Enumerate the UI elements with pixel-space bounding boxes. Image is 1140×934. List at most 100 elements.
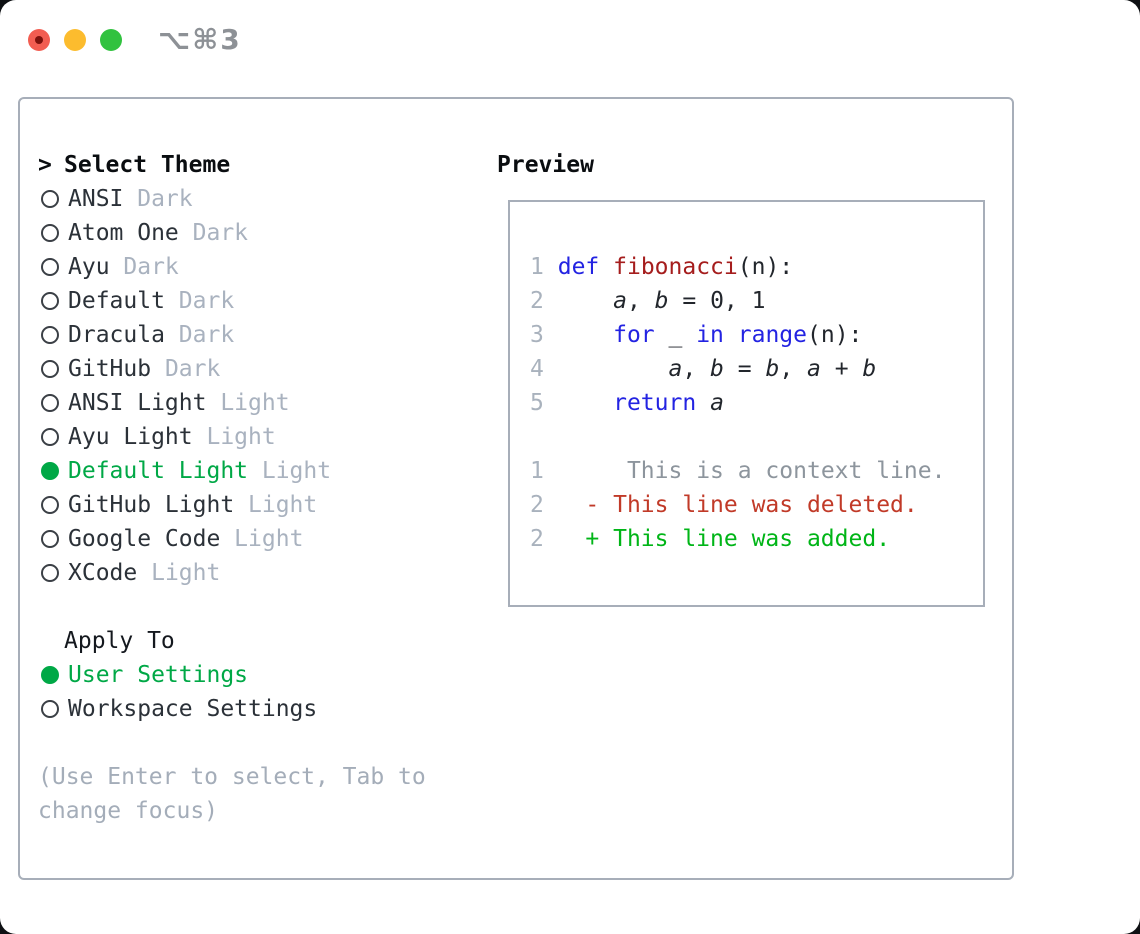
theme-option-google-code[interactable]: Google Code Light xyxy=(38,522,478,556)
theme-option-label: Dracula Dark xyxy=(68,322,234,348)
code-token xyxy=(544,356,669,382)
apply-option-label: Workspace Settings xyxy=(68,696,317,722)
theme-option-label: Ayu Dark xyxy=(68,254,179,280)
keyboard-hint: (Use Enter to select, Tab to change focu… xyxy=(38,764,426,824)
theme-option-atom-one[interactable]: Atom One Dark xyxy=(38,216,478,250)
option-tag: Dark xyxy=(164,288,235,314)
option-tag: Light xyxy=(234,492,318,518)
code-token xyxy=(544,322,613,348)
theme-option-label: Ayu Light Light xyxy=(68,424,276,450)
code-token: (n): xyxy=(737,254,794,280)
spacer xyxy=(38,726,478,760)
option-tag: Dark xyxy=(164,322,235,348)
code-line: 5 return a xyxy=(530,386,945,420)
theme-list-title: Select Theme xyxy=(64,152,231,178)
focus-caret-icon: > xyxy=(38,152,52,178)
zoom-button[interactable] xyxy=(100,29,122,51)
code-line: 4 a, b = b, a + b xyxy=(530,352,945,386)
option-name: Ayu Light xyxy=(68,424,193,450)
option-name: Ayu xyxy=(68,254,110,280)
code-token xyxy=(544,254,558,280)
radio-icon xyxy=(41,394,59,412)
option-name: GitHub xyxy=(68,356,152,382)
theme-option-ayu-light[interactable]: Ayu Light Light xyxy=(38,420,478,454)
theme-option-label: GitHub Light Light xyxy=(68,492,317,518)
theme-option-ansi-light[interactable]: ANSI Light Light xyxy=(38,386,478,420)
theme-option-default[interactable]: Default Dark xyxy=(38,284,478,318)
radio-icon xyxy=(41,190,59,208)
diff-deleted-line: 2 - This line was deleted. xyxy=(530,488,945,522)
radio-selected-icon xyxy=(41,462,59,480)
code-token xyxy=(544,458,627,484)
radio-icon xyxy=(41,564,59,582)
option-name: Atom One xyxy=(68,220,179,246)
theme-option-github[interactable]: GitHub Dark xyxy=(38,352,478,386)
code-token: range xyxy=(737,322,808,348)
theme-option-label: ANSI Light Light xyxy=(68,390,290,416)
theme-list-header: > Select Theme xyxy=(38,148,478,182)
apply-option-user-settings[interactable]: User Settings xyxy=(38,658,478,692)
code-token: 2 xyxy=(530,526,544,552)
radio-icon xyxy=(41,224,59,242)
theme-option-label: Atom One Dark xyxy=(68,220,248,246)
code-token: def xyxy=(557,254,600,280)
code-token: , xyxy=(682,356,711,382)
code-token: (n): xyxy=(807,322,863,348)
apply-to-title: Apply To xyxy=(64,628,175,654)
theme-option-ansi[interactable]: ANSI Dark xyxy=(38,182,478,216)
code-token: b xyxy=(710,356,724,382)
code-line-empty xyxy=(530,420,945,454)
code-token: 1 xyxy=(530,458,544,484)
option-tag: Dark xyxy=(151,356,221,382)
radio-icon xyxy=(41,292,59,310)
option-name: Google Code xyxy=(68,526,221,552)
code-line: 2 a, b = 0, 1 xyxy=(530,284,945,318)
code-line: 3 for _ in range(n): xyxy=(530,318,945,352)
code-token: a xyxy=(807,356,821,382)
option-tag: Light xyxy=(192,424,276,450)
radio-selected-icon xyxy=(41,666,59,684)
theme-option-ayu[interactable]: Ayu Dark xyxy=(38,250,478,284)
code-line: 1 def fibonacci(n): xyxy=(530,250,945,284)
close-button[interactable] xyxy=(28,29,50,51)
minimize-button[interactable] xyxy=(64,29,86,51)
option-name: Default Light xyxy=(68,458,249,484)
apply-option-workspace-settings[interactable]: Workspace Settings xyxy=(38,692,478,726)
code-token xyxy=(696,390,710,416)
code-token: = 0, 1 xyxy=(668,288,766,314)
preview-title: Preview xyxy=(497,152,594,178)
option-tag: Dark xyxy=(178,220,249,246)
code-token: , xyxy=(779,356,808,382)
code-token: 2 xyxy=(530,288,544,314)
theme-option-github-light[interactable]: GitHub Light Light xyxy=(38,488,478,522)
theme-option-dracula[interactable]: Dracula Dark xyxy=(38,318,478,352)
radio-icon xyxy=(41,326,59,344)
window-shortcut-label: ⌥⌘3 xyxy=(158,23,242,56)
theme-option-xcode[interactable]: XCode Light xyxy=(38,556,478,590)
option-tag: Dark xyxy=(109,254,179,280)
radio-icon xyxy=(41,360,59,378)
spacer xyxy=(38,590,478,624)
option-tag: Light xyxy=(206,390,290,416)
radio-icon xyxy=(41,496,59,514)
option-tag: Light xyxy=(248,458,332,484)
diff-added-line: 2 + This line was added. xyxy=(530,522,945,556)
close-button-dot-icon xyxy=(35,36,43,44)
radio-icon xyxy=(41,700,59,718)
option-name: GitHub Light xyxy=(68,492,235,518)
code-token: b xyxy=(765,356,780,382)
code-token: 3 xyxy=(530,322,544,348)
code-token: fibonacci xyxy=(613,254,738,280)
option-tag: Dark xyxy=(123,186,193,212)
radio-icon xyxy=(41,428,59,446)
code-token: return xyxy=(613,390,697,416)
option-name: Default xyxy=(68,288,165,314)
option-name: XCode xyxy=(68,560,138,586)
theme-option-default-light[interactable]: Default Light Light xyxy=(38,454,478,488)
code-token: b xyxy=(654,288,669,314)
code-token: , xyxy=(626,288,655,314)
